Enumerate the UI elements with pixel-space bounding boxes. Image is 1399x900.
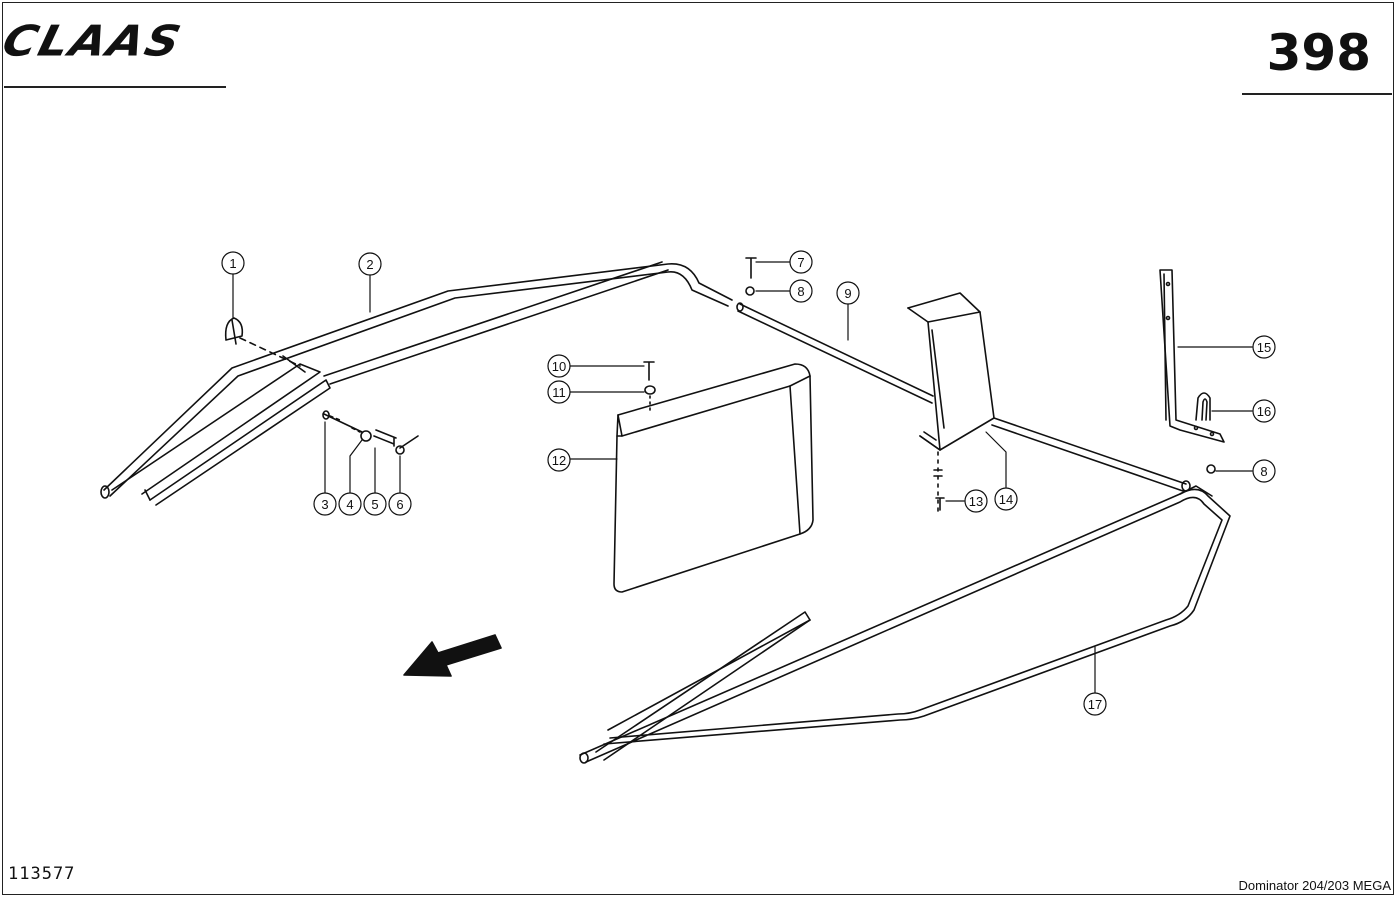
u-bolt-part-16 xyxy=(1195,392,1211,421)
callout-3: 3 xyxy=(313,492,337,516)
svg-text:13: 13 xyxy=(969,494,983,509)
drawing-number: 113577 xyxy=(8,864,76,884)
svg-text:15: 15 xyxy=(1257,340,1271,355)
svg-text:1: 1 xyxy=(229,256,236,271)
bolt-part-10 xyxy=(643,361,655,381)
svg-text:12: 12 xyxy=(552,453,566,468)
nut-part-8-upper xyxy=(745,286,755,296)
lynch-pin-part-1 xyxy=(224,317,301,367)
svg-text:4: 4 xyxy=(346,497,353,512)
bracket-part-14 xyxy=(907,292,995,451)
callout-16: 16 xyxy=(1252,399,1276,423)
svg-text:2: 2 xyxy=(366,257,373,272)
svg-text:9: 9 xyxy=(844,286,851,301)
cross-tube-part-9 xyxy=(736,302,1187,492)
callout-14: 14 xyxy=(994,487,1018,511)
model-name: Dominator 204/203 MEGA xyxy=(1238,878,1391,893)
svg-text:7: 7 xyxy=(797,255,804,270)
bolt-assembly-parts-3-6 xyxy=(322,410,419,455)
callout-12: 12 xyxy=(547,448,571,472)
svg-text:3: 3 xyxy=(321,497,328,512)
screws-part-13 xyxy=(933,451,945,513)
callout-8-lower: 8 xyxy=(1252,459,1276,483)
svg-text:14: 14 xyxy=(999,492,1013,507)
svg-text:17: 17 xyxy=(1088,697,1102,712)
travel-direction-arrow xyxy=(403,634,502,677)
callout-7: 7 xyxy=(789,250,813,274)
bolt-part-7 xyxy=(745,257,757,279)
callout-6: 6 xyxy=(388,492,412,516)
svg-text:8: 8 xyxy=(797,284,804,299)
page-number: 398 xyxy=(1266,24,1371,82)
callout-9: 9 xyxy=(836,281,860,305)
callout-8-upper: 8 xyxy=(789,279,813,303)
svg-text:11: 11 xyxy=(552,385,566,400)
left-rail-part-2 xyxy=(100,261,733,506)
panel-part-12 xyxy=(613,363,814,593)
callout-5: 5 xyxy=(363,492,387,516)
right-rail-part-17 xyxy=(579,480,1231,764)
page-number-underline xyxy=(1242,93,1392,95)
nut-part-8-lower xyxy=(1206,464,1216,474)
callout-2: 2 xyxy=(358,252,382,276)
callout-13: 13 xyxy=(964,489,988,513)
callout-17: 17 xyxy=(1083,692,1107,716)
callout-4: 4 xyxy=(338,492,362,516)
svg-text:8: 8 xyxy=(1260,464,1267,479)
callout-1: 1 xyxy=(221,251,245,275)
leader-lines xyxy=(232,261,1253,694)
callout-11: 11 xyxy=(547,380,571,404)
logo-underline xyxy=(4,86,226,88)
callout-10: 10 xyxy=(547,354,571,378)
callout-15: 15 xyxy=(1252,335,1276,359)
svg-text:6: 6 xyxy=(396,497,403,512)
svg-text:10: 10 xyxy=(552,359,566,374)
svg-text:16: 16 xyxy=(1257,404,1271,419)
bracket-part-15 xyxy=(1159,269,1225,443)
washer-part-11 xyxy=(644,385,656,411)
svg-text:5: 5 xyxy=(371,497,378,512)
